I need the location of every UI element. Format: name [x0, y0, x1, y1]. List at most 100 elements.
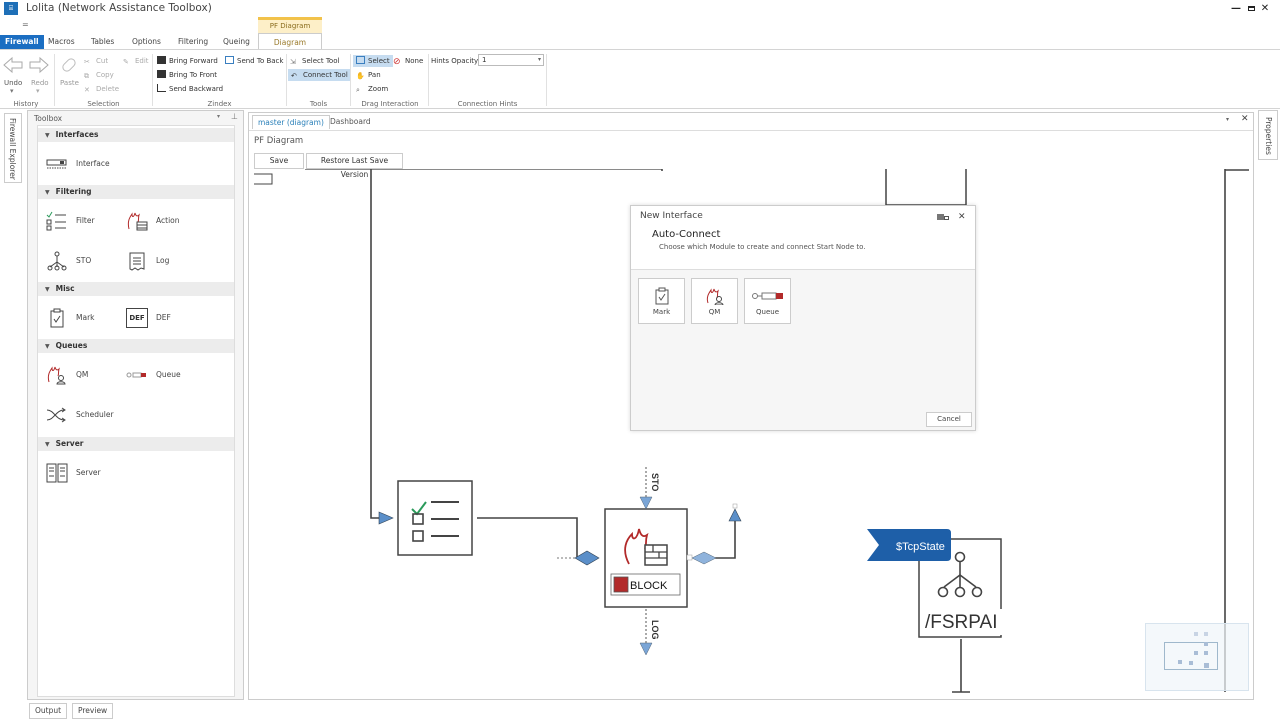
connect-tool-icon: ↶	[291, 72, 297, 80]
toolbox-item-log[interactable]: Log	[126, 250, 169, 272]
hints-opacity-select[interactable]: 1 ▾	[478, 54, 544, 66]
queue-icon	[126, 365, 148, 385]
section-interfaces[interactable]: ▼Interfaces	[38, 128, 234, 142]
paste-icon[interactable]	[58, 55, 80, 77]
restore-last-save-button[interactable]: Restore Last Save Version	[306, 153, 403, 179]
sto-port-label: STO	[650, 473, 660, 491]
tab-tables[interactable]: Tables	[91, 37, 115, 46]
quick-access-menu[interactable]: =	[22, 20, 29, 29]
sto-tree-icon	[46, 251, 68, 271]
redo-icon[interactable]	[28, 56, 50, 74]
partial-sto-node[interactable]	[885, 169, 967, 206]
section-queues[interactable]: ▼Queues	[38, 339, 234, 353]
drag-none-button[interactable]: ⊘None	[393, 57, 424, 67]
paste-button[interactable]: Paste	[60, 79, 79, 87]
toolbox-item-action[interactable]: Action	[126, 210, 180, 232]
shuffle-icon	[46, 405, 68, 425]
undo-dropdown-icon[interactable]: ▾	[10, 87, 14, 95]
dialog-heading: Auto-Connect	[652, 229, 721, 240]
drag-select-button[interactable]: Select	[353, 55, 393, 67]
contextual-group-label: PF Diagram	[258, 17, 322, 33]
send-to-back-button[interactable]: Send To Back	[225, 55, 283, 67]
doc-close-icon[interactable]: ✕	[1241, 114, 1249, 124]
tab-filtering[interactable]: Filtering	[178, 37, 209, 46]
minimap-viewport[interactable]	[1164, 642, 1218, 670]
bring-to-front-button[interactable]: Bring To Front	[157, 69, 217, 81]
bring-forward-button[interactable]: Bring Forward	[157, 55, 218, 67]
maximize-button[interactable]	[1245, 3, 1257, 15]
pencil-icon: ✎	[123, 58, 129, 66]
tab-queing[interactable]: Queing	[223, 37, 250, 46]
send-backward-icon	[157, 84, 166, 92]
copy-button[interactable]: ⧉Copy	[84, 71, 114, 80]
connect-tool-button[interactable]: ↶Connect Tool	[288, 69, 351, 81]
option-qm[interactable]: QM	[691, 278, 738, 324]
option-queue[interactable]: Queue	[744, 278, 791, 324]
toolbox-item-qm[interactable]: QM	[46, 364, 88, 386]
bring-to-front-icon	[157, 70, 166, 78]
undo-icon[interactable]	[2, 56, 24, 74]
redo-button[interactable]: Redo	[31, 79, 49, 87]
dialog-close-icon[interactable]: ✕	[958, 212, 966, 222]
edit-button[interactable]: ✎Edit	[123, 57, 149, 66]
toolbox-item-sto[interactable]: STO	[46, 250, 91, 272]
tcpstate-tag[interactable]: $TcpState	[867, 529, 951, 561]
qm-icon	[705, 287, 725, 306]
dialog-body: Mark QM Queue Cancel	[631, 269, 975, 430]
doc-dropdown-icon[interactable]: ▾	[1226, 116, 1230, 123]
save-button[interactable]: Save	[254, 153, 304, 169]
send-to-back-icon	[225, 56, 234, 64]
tab-diagram-tools[interactable]: Diagram Tools	[258, 33, 322, 64]
toolbox-item-scheduler[interactable]: Scheduler	[46, 404, 114, 426]
delete-button[interactable]: ✕Delete	[84, 85, 119, 94]
section-filtering[interactable]: ▼Filtering	[38, 185, 234, 199]
select-tool-button[interactable]: ⇲Select Tool	[290, 57, 340, 66]
zindex-group-label: Zindex	[207, 100, 232, 108]
clipboard-check-icon	[652, 287, 672, 305]
option-mark[interactable]: Mark	[638, 278, 685, 324]
toolbox-item-interface[interactable]: Interface	[46, 153, 110, 175]
preview-tab[interactable]: Preview	[72, 703, 114, 719]
toolbox-content: ▼Interfaces Interface ▼Filtering Filter …	[37, 125, 235, 697]
toolbox-dropdown-icon[interactable]: ▾	[217, 113, 221, 120]
select-icon	[356, 56, 365, 64]
tab-options[interactable]: Options	[132, 37, 161, 46]
chevron-down-icon: ▾	[537, 56, 541, 63]
tab-macros[interactable]: Macros	[48, 37, 75, 46]
pin-icon[interactable]: ⊥	[231, 112, 238, 121]
section-server[interactable]: ▼Server	[38, 437, 234, 451]
send-backward-button[interactable]: Send Backward	[157, 83, 223, 95]
toolbox-title: Toolbox	[34, 114, 63, 123]
toolbox-item-server[interactable]: Server	[46, 462, 101, 484]
pan-button[interactable]: ✋Pan	[356, 71, 381, 80]
cancel-button[interactable]: Cancel	[926, 412, 972, 427]
close-button[interactable]: ✕	[1260, 3, 1270, 14]
diagram-minimap[interactable]	[1145, 623, 1249, 691]
connector-filter-to-action	[477, 517, 587, 559]
action-label: BLOCK	[630, 580, 668, 592]
action-node[interactable]: BLOCK	[604, 508, 688, 608]
toolbox-item-mark[interactable]: Mark	[46, 307, 95, 329]
app-icon: ⌸	[4, 2, 18, 15]
tab-firewall[interactable]: Firewall	[0, 35, 44, 50]
output-tab[interactable]: Output	[29, 703, 68, 719]
toolbox-item-queue[interactable]: Queue	[126, 364, 181, 386]
firewall-explorer-tab[interactable]: Firewall Explorer	[4, 113, 22, 183]
dialog-restore-icon[interactable]	[944, 216, 949, 220]
redo-dropdown-icon[interactable]: ▾	[36, 87, 40, 95]
zoom-button[interactable]: ⌕Zoom	[356, 85, 389, 94]
dialog-pin-icon[interactable]	[937, 214, 944, 220]
doc-tab-dashboard[interactable]: Dashboard	[330, 117, 371, 126]
toolbox-item-filter[interactable]: Filter	[46, 210, 95, 232]
section-misc[interactable]: ▼Misc	[38, 282, 234, 296]
minimize-button[interactable]: —	[1231, 3, 1241, 14]
filter-node[interactable]	[397, 480, 473, 556]
properties-tab[interactable]: Properties	[1258, 110, 1278, 160]
undo-button[interactable]: Undo	[4, 79, 23, 87]
flame-icon	[624, 528, 649, 565]
cut-button[interactable]: ✂Cut	[84, 57, 109, 66]
diagram-canvas[interactable]: BLOCK STO LOG /FSRPAI $	[249, 169, 1253, 699]
connector-action-out	[715, 521, 736, 559]
doc-tab-master-diagram[interactable]: master (diagram)	[252, 115, 330, 129]
